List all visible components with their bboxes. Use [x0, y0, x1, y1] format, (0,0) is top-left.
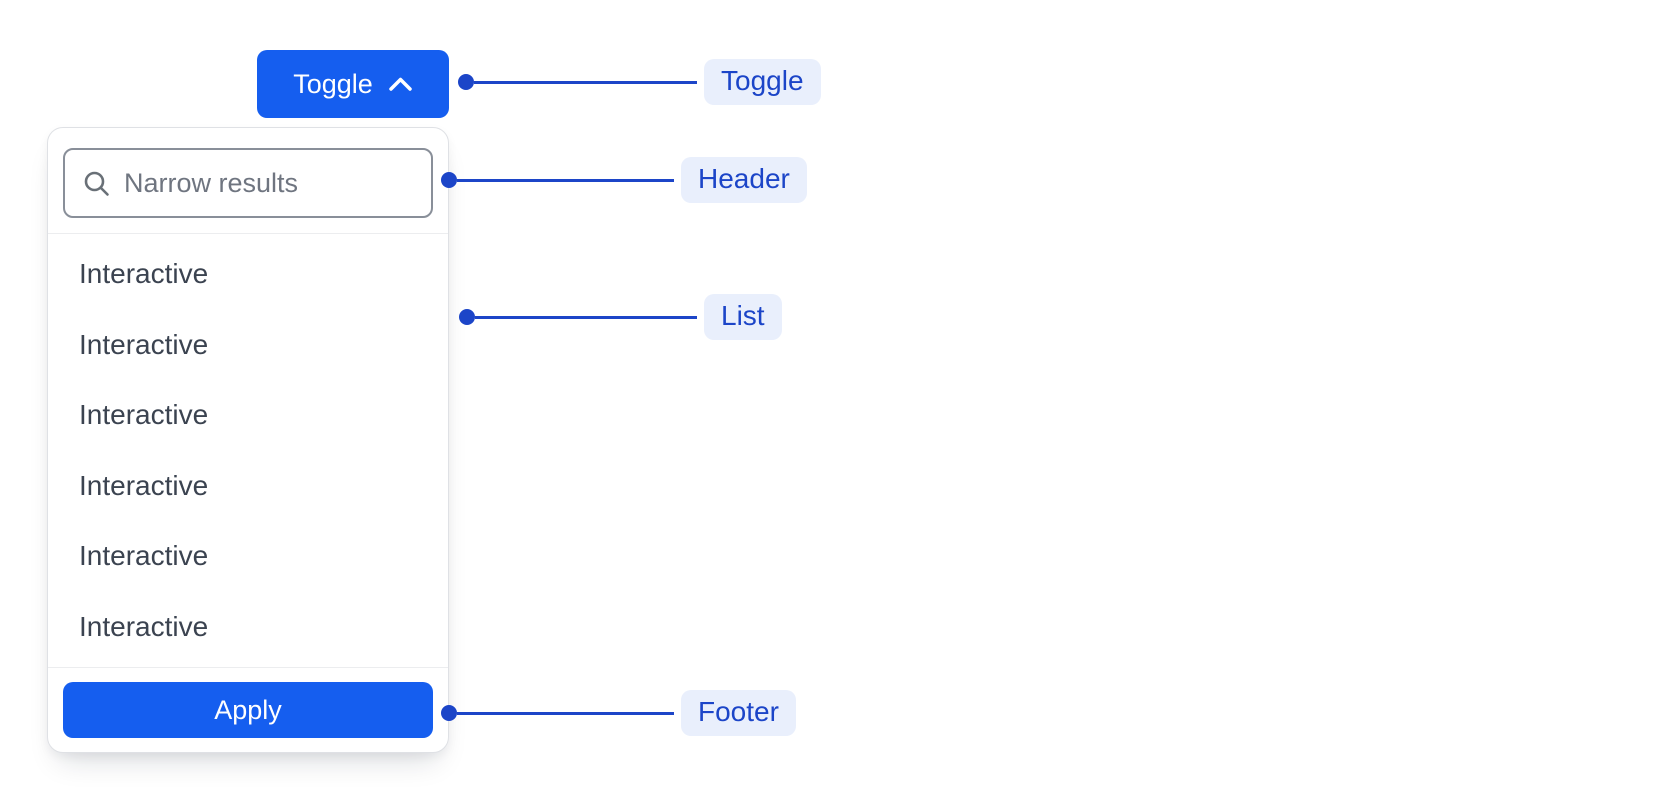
- toggle-button-label: Toggle: [293, 68, 373, 99]
- annotation-dot: [441, 172, 457, 188]
- annotation-dot: [459, 309, 475, 325]
- annotation-line: [457, 178, 674, 182]
- dropdown-footer: Apply: [48, 667, 448, 752]
- list-item[interactable]: Interactive: [79, 540, 209, 572]
- annotation-pill-toggle: Toggle: [704, 59, 821, 105]
- annotation-line: [457, 711, 674, 715]
- annotation-toggle: Toggle: [458, 59, 821, 105]
- annotation-dot: [441, 705, 457, 721]
- annotation-line: [475, 315, 697, 319]
- annotation-pill-list: List: [704, 294, 782, 340]
- list-item[interactable]: Interactive: [79, 258, 209, 290]
- dropdown-header: [48, 128, 448, 234]
- list-item[interactable]: Interactive: [79, 610, 209, 642]
- toggle-button[interactable]: Toggle: [257, 50, 449, 118]
- annotation-dot: [458, 74, 474, 90]
- list-item[interactable]: Interactive: [79, 469, 209, 501]
- list-item[interactable]: Interactive: [79, 328, 209, 360]
- annotation-header: Header: [441, 157, 807, 203]
- search-box[interactable]: [63, 148, 433, 218]
- search-icon: [82, 169, 111, 198]
- annotation-pill-header: Header: [681, 157, 807, 203]
- chevron-up-icon: [388, 76, 413, 92]
- list-item[interactable]: Interactive: [79, 399, 209, 431]
- annotation-list: List: [459, 294, 782, 340]
- dropdown-panel: InteractiveInteractiveInteractiveInterac…: [47, 127, 449, 753]
- search-input[interactable]: [124, 167, 414, 199]
- annotation-footer: Footer: [441, 690, 796, 736]
- annotation-pill-footer: Footer: [681, 690, 796, 736]
- annotation-line: [474, 80, 697, 84]
- apply-button[interactable]: Apply: [63, 682, 433, 738]
